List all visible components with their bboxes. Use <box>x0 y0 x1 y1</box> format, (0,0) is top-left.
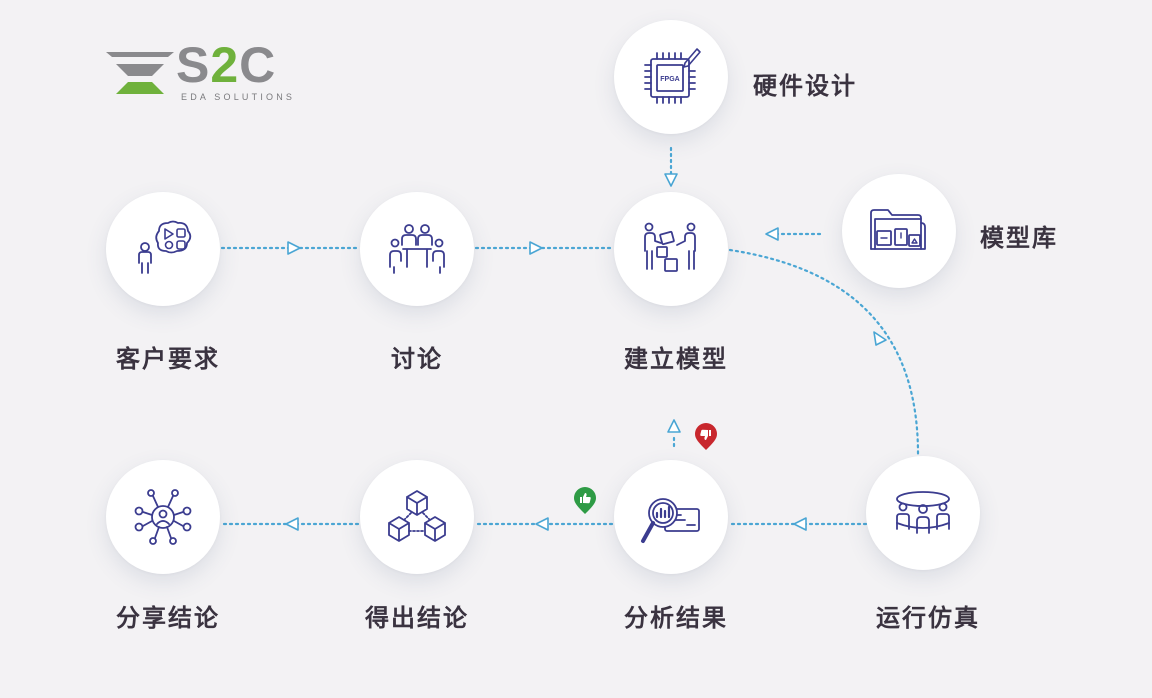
label-analyze-results: 分析结果 <box>624 604 728 632</box>
logo-wordmark: S2C <box>176 40 276 90</box>
cubes-network-icon <box>388 490 446 542</box>
label-build-model: 建立模型 <box>624 345 728 373</box>
node-run-simulation <box>866 456 980 570</box>
node-share-conclusion <box>106 460 220 574</box>
simulation-people-icon <box>896 491 950 534</box>
label-conclusion: 得出结论 <box>365 604 469 632</box>
fpga-chip-icon: FPGA <box>644 48 701 104</box>
label-model-library: 模型库 <box>980 224 1058 252</box>
arrow-head-3 <box>664 173 678 187</box>
s2c-logo-mark <box>106 52 174 94</box>
arrow-head-1 <box>287 241 301 255</box>
thumbs-down-icon <box>695 423 717 450</box>
node-analyze-results <box>614 460 728 574</box>
team-building-icon <box>644 222 696 272</box>
label-discussion: 讨论 <box>391 345 443 373</box>
thumbs-up-icon <box>574 487 596 514</box>
node-hardware-design: FPGA <box>614 20 728 134</box>
arrow-head-2 <box>529 241 543 255</box>
label-share-conclusion: 分享结论 <box>116 604 220 632</box>
fpga-chip-label: FPGA <box>660 76 679 83</box>
logo-wordmark-text: S2C <box>176 37 277 93</box>
share-network-icon <box>134 489 192 545</box>
label-hardware-design: 硬件设计 <box>753 72 857 100</box>
customer-media-icon <box>138 220 192 274</box>
arrow-head-5 <box>873 331 887 346</box>
arrow-head-4 <box>765 227 779 241</box>
arrow-head-6 <box>793 517 807 531</box>
node-customer-requirements <box>106 192 220 306</box>
arrow-head-8 <box>285 517 299 531</box>
connector-model-to-simulation <box>728 248 920 456</box>
model-library-folder-icon <box>870 209 926 250</box>
node-build-model <box>614 192 728 306</box>
magnifier-chart-icon <box>641 498 700 543</box>
label-customer-requirements: 客户要求 <box>116 345 220 373</box>
node-discussion <box>360 192 474 306</box>
label-run-simulation: 运行仿真 <box>876 604 980 632</box>
node-conclusion <box>360 460 474 574</box>
arrow-head-7 <box>535 517 549 531</box>
arrow-head-9 <box>667 419 681 433</box>
node-model-library <box>842 174 956 288</box>
meeting-group-icon <box>389 224 445 274</box>
logo-tagline: EDA SOLUTIONS <box>181 92 296 102</box>
